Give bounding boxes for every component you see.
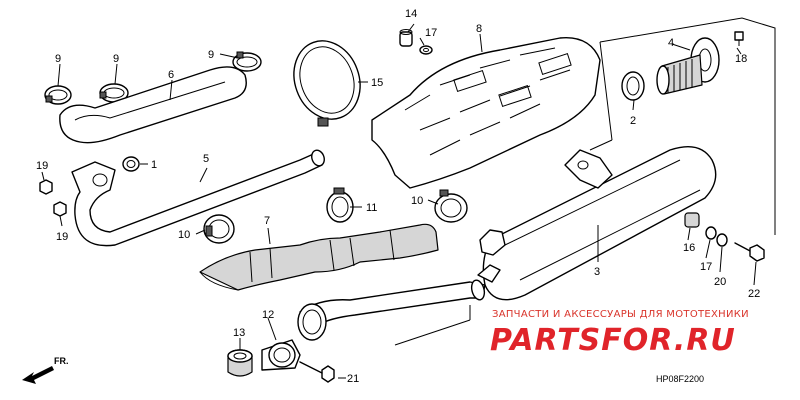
part-11-clamp <box>326 187 354 223</box>
part-18-bolt <box>734 31 744 46</box>
part-19-nut-lower <box>53 201 67 217</box>
front-label: FR. <box>54 356 69 366</box>
callout-21: 21 <box>347 373 359 385</box>
callout-11: 11 <box>366 202 377 214</box>
callout-17-right: 17 <box>700 261 712 273</box>
part-12-joint <box>261 303 327 371</box>
diagram-code: HP08F2200 <box>656 374 704 384</box>
callout-19-upper: 19 <box>36 160 48 172</box>
callout-22: 22 <box>748 288 760 300</box>
callout-12: 12 <box>262 309 274 321</box>
part-2-gasket <box>621 71 645 101</box>
part-19-nut-upper <box>39 179 53 195</box>
callout-13: 13 <box>233 327 245 339</box>
callout-7: 7 <box>264 215 270 227</box>
watermark-brand: PARTSFOR.RU <box>490 323 736 358</box>
part-22-bolt <box>734 242 765 262</box>
assembly-outline <box>394 17 776 346</box>
part-5-exhaust-pipe <box>71 149 325 247</box>
part-7-lower-shield <box>199 223 439 291</box>
part-16-collar <box>684 212 700 228</box>
part-9-clamp-left <box>44 85 72 105</box>
callout-9-left: 9 <box>55 53 61 65</box>
callout-14: 14 <box>405 8 417 20</box>
leader-lines <box>41 23 757 379</box>
part-9-clamp-right <box>232 51 262 72</box>
part-20-washer <box>716 233 728 247</box>
callout-18: 18 <box>735 53 747 65</box>
part-10-clamp-right <box>434 189 468 223</box>
part-1-gasket <box>122 156 140 172</box>
watermark: ЗАПЧАСТИ И АКСЕССУАРЫ ДЛЯ МОТОТЕХНИКИ PA… <box>490 309 749 358</box>
callout-3: 3 <box>594 266 600 278</box>
part-17-washer-top <box>419 45 433 55</box>
part-14-collar <box>399 29 413 47</box>
callout-9-mid: 9 <box>113 53 119 65</box>
part-10-clamp-left <box>203 214 235 244</box>
callout-10-right: 10 <box>411 195 423 207</box>
callout-10-left: 10 <box>178 229 190 241</box>
callout-8: 8 <box>476 23 482 35</box>
front-direction-indicator: FR. <box>22 356 69 384</box>
part-8-protector <box>371 36 601 189</box>
part-9-clamp-mid <box>99 83 129 103</box>
callout-9-right: 9 <box>208 49 214 61</box>
callout-4: 4 <box>668 37 674 49</box>
callout-20: 20 <box>714 276 726 288</box>
callout-19-lower: 19 <box>56 231 68 243</box>
part-13-gasket <box>227 349 253 377</box>
part-6-heat-shield <box>59 66 247 144</box>
part-21-bolt <box>299 361 335 383</box>
callout-2: 2 <box>630 115 636 127</box>
callout-17-top: 17 <box>425 27 437 39</box>
callout-16: 16 <box>683 242 695 254</box>
callout-1: 1 <box>151 159 157 171</box>
part-15-band <box>293 40 361 127</box>
callouts: 14 17 8 4 18 9 9 9 6 15 2 19 19 1 5 11 1… <box>36 8 760 385</box>
callout-15: 15 <box>371 77 383 89</box>
watermark-tagline: ЗАПЧАСТИ И АКСЕССУАРЫ ДЛЯ МОТОТЕХНИКИ <box>492 309 749 320</box>
part-4-spark-arrester <box>656 37 720 95</box>
callout-5: 5 <box>203 153 209 165</box>
front-arrow-icon <box>22 366 54 384</box>
callout-6: 6 <box>168 69 174 81</box>
part-17-washer-right <box>705 226 717 240</box>
